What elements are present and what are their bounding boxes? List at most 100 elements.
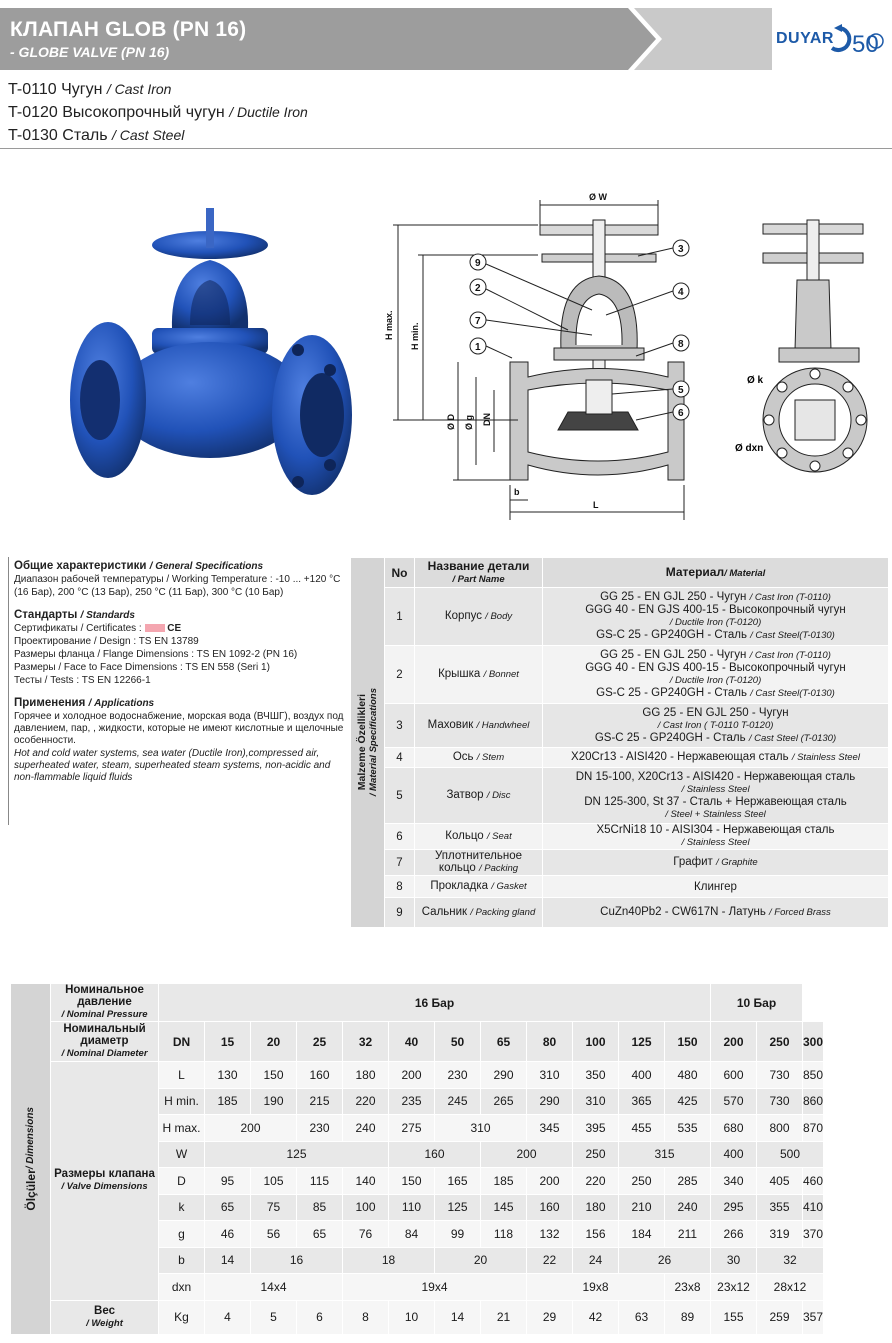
- dimension-value: 730: [756, 1061, 803, 1089]
- dimension-value: 480: [664, 1061, 711, 1089]
- dimension-value: 860: [801, 1087, 825, 1115]
- dimension-value: 370: [801, 1220, 825, 1248]
- dimension-value: 220: [342, 1087, 389, 1115]
- dim-label-d: Ø D: [446, 413, 456, 430]
- dimension-value: 100: [342, 1193, 389, 1221]
- material-line: CuZn40Pb2 - CW617N - Латунь / Forced Bra…: [600, 906, 831, 918]
- dimension-value: 410: [801, 1193, 825, 1221]
- dimension-value: 310: [572, 1087, 619, 1115]
- part-number: 1: [384, 587, 415, 646]
- dim-label-k: Ø k: [747, 375, 764, 386]
- standards-line: Сертификаты / Certificates : CE: [14, 623, 182, 634]
- dn-value: 65: [480, 1021, 527, 1062]
- dimension-value: 24: [572, 1246, 619, 1274]
- dimension-value: 265: [480, 1087, 527, 1115]
- dimension-value: 115: [296, 1167, 343, 1195]
- certificate-logo: [144, 624, 165, 633]
- temperature-text: Диапазон рабочей температуры / Working T…: [14, 574, 341, 585]
- dimension-value: 285: [664, 1167, 711, 1195]
- dimension-value: 230: [434, 1061, 481, 1089]
- general-specs: Общие характеристики / General Specifica…: [14, 557, 344, 784]
- dimension-value: 200: [526, 1167, 573, 1195]
- dimension-value: 730: [756, 1087, 803, 1115]
- svg-text:2: 2: [475, 283, 481, 294]
- material-line: GS-C 25 - GP240GH - Сталь / Cast Steel (…: [594, 731, 837, 744]
- model-item: T-0110 Чугун / Cast Iron: [8, 81, 172, 98]
- dimension-value: 14: [204, 1246, 251, 1274]
- dimension-value: 460: [801, 1167, 825, 1195]
- divider: [0, 148, 892, 149]
- material-line: DN 125-300, St 37 - Сталь + Нержавеющая …: [584, 795, 847, 808]
- general-title: Общие характеристики / General Specifica…: [14, 560, 264, 572]
- dimension-name: D: [158, 1167, 205, 1195]
- dimension-value: 145: [480, 1193, 527, 1221]
- part-number: 6: [384, 823, 415, 850]
- dimension-value: 76: [342, 1220, 389, 1248]
- section-drawing: Ø W H max. H min. Ø D Ø g DN b L 9 2 7 1…: [378, 180, 698, 520]
- dimension-value: 215: [296, 1087, 343, 1115]
- svg-text:4: 4: [678, 287, 684, 298]
- dimension-value: 125: [434, 1193, 481, 1221]
- dimension-value: 20: [434, 1246, 527, 1274]
- svg-text:9: 9: [475, 258, 481, 269]
- dimension-value: 32: [755, 1246, 825, 1274]
- callout-7: 7: [469, 311, 593, 336]
- header-material: Материал/ Material: [542, 557, 889, 588]
- pressure-label: Номинальное давление/ Nominal Pressure: [50, 983, 159, 1022]
- dimension-value: 184: [618, 1220, 665, 1248]
- dimension-value: 150: [388, 1167, 435, 1195]
- part-name: Крышка / Bonnet: [414, 645, 543, 704]
- dimension-value: 266: [710, 1220, 757, 1248]
- dn-value: 80: [526, 1021, 573, 1062]
- dimension-value: 250: [618, 1167, 665, 1195]
- dn-value: 150: [664, 1021, 711, 1062]
- dimension-value: 211: [664, 1220, 711, 1248]
- svg-text:6: 6: [678, 408, 684, 419]
- applications-en: Hot and cold water systems, sea water (D…: [14, 748, 331, 783]
- material-value: GG 25 - EN GJL 250 - Чугун / Cast Iron (…: [542, 587, 889, 646]
- dimension-value: 23x12: [710, 1273, 757, 1301]
- dimension-value: 95: [204, 1167, 251, 1195]
- dimension-name: L: [158, 1061, 205, 1089]
- dim-label-b: b: [514, 487, 520, 497]
- dimension-name: dxn: [158, 1273, 205, 1301]
- dimension-name: H max.: [158, 1114, 205, 1142]
- material-line: GG 25 - EN GJL 250 - Чугун: [642, 706, 789, 719]
- dimension-value: 185: [204, 1087, 251, 1115]
- part-name: Прокладка / Gasket: [414, 875, 543, 898]
- pressure-16-bar: 16 Бар: [158, 983, 711, 1022]
- dimension-value: 315: [618, 1140, 711, 1168]
- dimension-value: 290: [526, 1087, 573, 1115]
- dimension-value: 130: [204, 1061, 251, 1089]
- standards-line: Размеры / Face to Face Dimensions : TS E…: [14, 662, 270, 673]
- pressure-10-bar: 10 Бар: [710, 983, 803, 1022]
- dimension-value: 19x4: [342, 1273, 527, 1301]
- dimension-value: 190: [250, 1087, 297, 1115]
- dimension-value: 400: [710, 1140, 757, 1168]
- dimension-value: 180: [342, 1061, 389, 1089]
- weight-unit: Kg: [158, 1299, 205, 1335]
- part-name: Маховик / Handwheel: [414, 703, 543, 748]
- dimension-value: 156: [572, 1220, 619, 1248]
- material-line: / Cast Iron ( T-0110 T-0120): [657, 719, 774, 731]
- dimension-value: 870: [801, 1114, 825, 1142]
- diameter-label: Номинальный диаметр/ Nominal Diameter: [50, 1021, 159, 1062]
- dn-value: 32: [342, 1021, 389, 1062]
- part-name: Кольцо / Seat: [414, 823, 543, 850]
- dim-label-l: L: [593, 500, 599, 510]
- dimension-value: 46: [204, 1220, 251, 1248]
- dimension-value: 455: [618, 1114, 665, 1142]
- dimension-value: 220: [572, 1167, 619, 1195]
- dimension-value: 180: [572, 1193, 619, 1221]
- weight-value: 10: [388, 1299, 435, 1335]
- model-item: T-0130 Сталь / Cast Steel: [8, 127, 185, 144]
